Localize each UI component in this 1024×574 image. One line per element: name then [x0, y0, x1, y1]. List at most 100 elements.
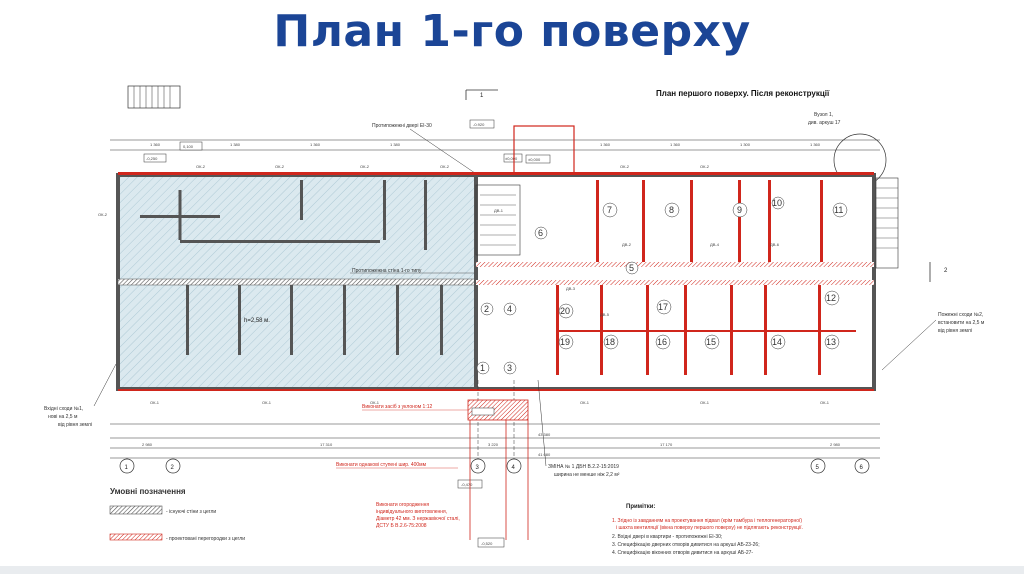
bottom-dimensions: 2 980 17 310 3 220 17 170 2 980 43 380 4…	[110, 423, 880, 459]
axis-6: 6	[860, 465, 864, 471]
axis-1: 1	[125, 465, 129, 471]
room-4: 4	[507, 304, 512, 314]
dim-top-7: 1 300	[740, 142, 751, 147]
section-mark-label: 1	[480, 93, 484, 99]
level-7: -0,520	[481, 541, 493, 546]
notes-title: Примітки:	[626, 504, 655, 510]
axis-4: 4	[512, 465, 516, 471]
note-1b: і шахта вентиляції (вікна поверху першог…	[616, 525, 803, 531]
dim-bottom-4: 17 170	[660, 442, 673, 447]
level-6: -0,470	[461, 482, 473, 487]
door-label-4: ДВ-4	[710, 242, 720, 247]
dim-top-2: 1 380	[230, 142, 241, 147]
axis-3: 3	[476, 465, 480, 471]
window-bottom-3: ОК-1	[370, 400, 380, 405]
top-dimension-chain: 1 360 1 380 1 360 1 380 1 360 1 360 1 30…	[110, 139, 880, 151]
left-note-2: нові на 2,5 м	[48, 414, 78, 420]
room-7: 7	[607, 205, 612, 215]
legend-title: Умовні позначення	[110, 487, 186, 496]
fire-partition-note: Протипожежна стіна 1-го типу	[352, 268, 422, 274]
room-11: 11	[834, 205, 843, 215]
room-labels: 1 2 3 4 5 6 7 8 9 10 11 12 13 14 15 16 1…	[476, 196, 848, 375]
door-label-6: ДВ-6	[770, 242, 780, 247]
level-2: 0,100	[183, 144, 194, 149]
window-top-5: ОК-2	[620, 164, 630, 169]
level-marks-top: -0.920 0,100 -0,250 ±0,000 ±0,000	[143, 119, 551, 164]
window-bottom-6: ОК-1	[820, 400, 830, 405]
window-bottom-4: ОК-1	[580, 400, 590, 405]
window-left: ОК-2	[98, 212, 108, 217]
dim-top-3: 1 360	[310, 142, 321, 147]
room-17: 17	[658, 302, 668, 312]
room-6: 6	[538, 228, 543, 238]
room-16: 16	[657, 337, 667, 347]
room-2: 2	[484, 304, 489, 314]
room-3: 3	[507, 363, 512, 373]
dim-top-1: 1 360	[150, 142, 161, 147]
top-stair	[127, 85, 181, 109]
legend-label-new: - проектовані перегородки з цегли	[166, 536, 245, 542]
bottom-strip	[0, 566, 1024, 574]
room-8: 8	[669, 205, 674, 215]
dim-bottom-3: 3 220	[488, 442, 499, 447]
axis-2: 2	[171, 465, 175, 471]
left-note-1: Вхідні сходи №1,	[44, 406, 83, 412]
note-3: 3. Специфікацію дверних отворів дивитися…	[612, 542, 760, 548]
grid-axes: 1 2 3 4 5 6	[119, 458, 870, 474]
height-note: h=2,58 м.	[244, 318, 270, 324]
level-5: ±0,000	[505, 156, 518, 161]
node-label: Вузол 1,	[814, 112, 833, 118]
plan-title: План першого поверху. Після реконструкці…	[656, 89, 830, 98]
room-1: 1	[480, 363, 485, 373]
left-block: h=2,58 м. Протипожежна стіна 1-го типу	[116, 173, 478, 391]
window-bottom-2: ОК-1	[262, 400, 272, 405]
legend-swatch-existing	[109, 505, 163, 515]
room-10: 10	[772, 198, 782, 208]
note-2: 2. Вхідні двері в квартири - протипожежн…	[612, 534, 722, 540]
window-top-1: ОК-2	[196, 164, 206, 169]
dbn-note-2: ширина не менше ніж 2,2 м²	[554, 472, 620, 478]
room-5: 5	[629, 263, 634, 273]
window-labels: ОК-2 ОК-2 ОК-2 ОК-2 ОК-2 ОК-2 ОК-2 ОК-1 …	[98, 164, 830, 405]
door-label-2: ДВ-2	[622, 242, 632, 247]
notes-block: Примітки: 1. Згідно із завданням на прое…	[612, 504, 803, 556]
level-4: ±0,000	[528, 157, 541, 162]
axis-5: 5	[816, 465, 820, 471]
level-3: -0,250	[146, 156, 158, 161]
handrail-note-4: ДСТУ Б В.2.6-75:2008	[376, 523, 427, 529]
slide-title: План 1-го поверху	[273, 6, 751, 57]
window-bottom-1: ОК-1	[150, 400, 160, 405]
section-marker-right: 2	[929, 262, 948, 282]
room-18: 18	[605, 337, 615, 347]
right-note-2: встановити на 2,5 м	[938, 320, 985, 326]
dim-bottom-1: 2 980	[142, 442, 153, 447]
handrail-note-3: Діаметр 42 мм. З нержавіючої сталі,	[376, 516, 460, 522]
room-19: 19	[560, 337, 570, 347]
window-top-4: ОК-2	[440, 164, 450, 169]
dim-bottom-2: 17 310	[320, 442, 333, 447]
right-note-1: Пожежні сходи №2,	[938, 312, 983, 318]
door-label-5: ДВ-5	[600, 312, 610, 317]
ramp-note: Виконати засіб з уклоном 1:12	[362, 404, 432, 410]
section-marker-top: 1	[465, 89, 498, 100]
level-1: -0.920	[473, 122, 485, 127]
room-15: 15	[706, 337, 716, 347]
window-top-3: ОК-2	[360, 164, 370, 169]
dim-top-5: 1 360	[600, 142, 611, 147]
dim-top-6: 1 360	[670, 142, 681, 147]
handrail-note-1: Виконати огородження	[376, 502, 429, 508]
steps-note: Виконати однакові ступені шир. 400мм	[336, 462, 427, 468]
right-fire-stairs	[875, 177, 899, 269]
window-top-2: ОК-2	[275, 164, 285, 169]
right-note-3: від рівня землі	[938, 328, 972, 334]
door-label-1: ДВ-1	[494, 208, 504, 213]
dbn-note-1: ЗМІНА № 1 ДБН В.2.2-15:2019	[548, 464, 619, 470]
legend-swatch-new	[109, 533, 163, 541]
legend-label-existing: - існуючі стіни з цегли	[166, 509, 216, 515]
window-bottom-5: ОК-1	[700, 400, 710, 405]
fire-door-note: Протипожежні двері ЕІ-30	[372, 123, 432, 129]
dim-top-8: 1 360	[810, 142, 821, 147]
legend: Умовні позначення - існуючі стіни з цегл…	[109, 487, 245, 542]
node-ref: див. аркуш 17	[808, 120, 841, 126]
